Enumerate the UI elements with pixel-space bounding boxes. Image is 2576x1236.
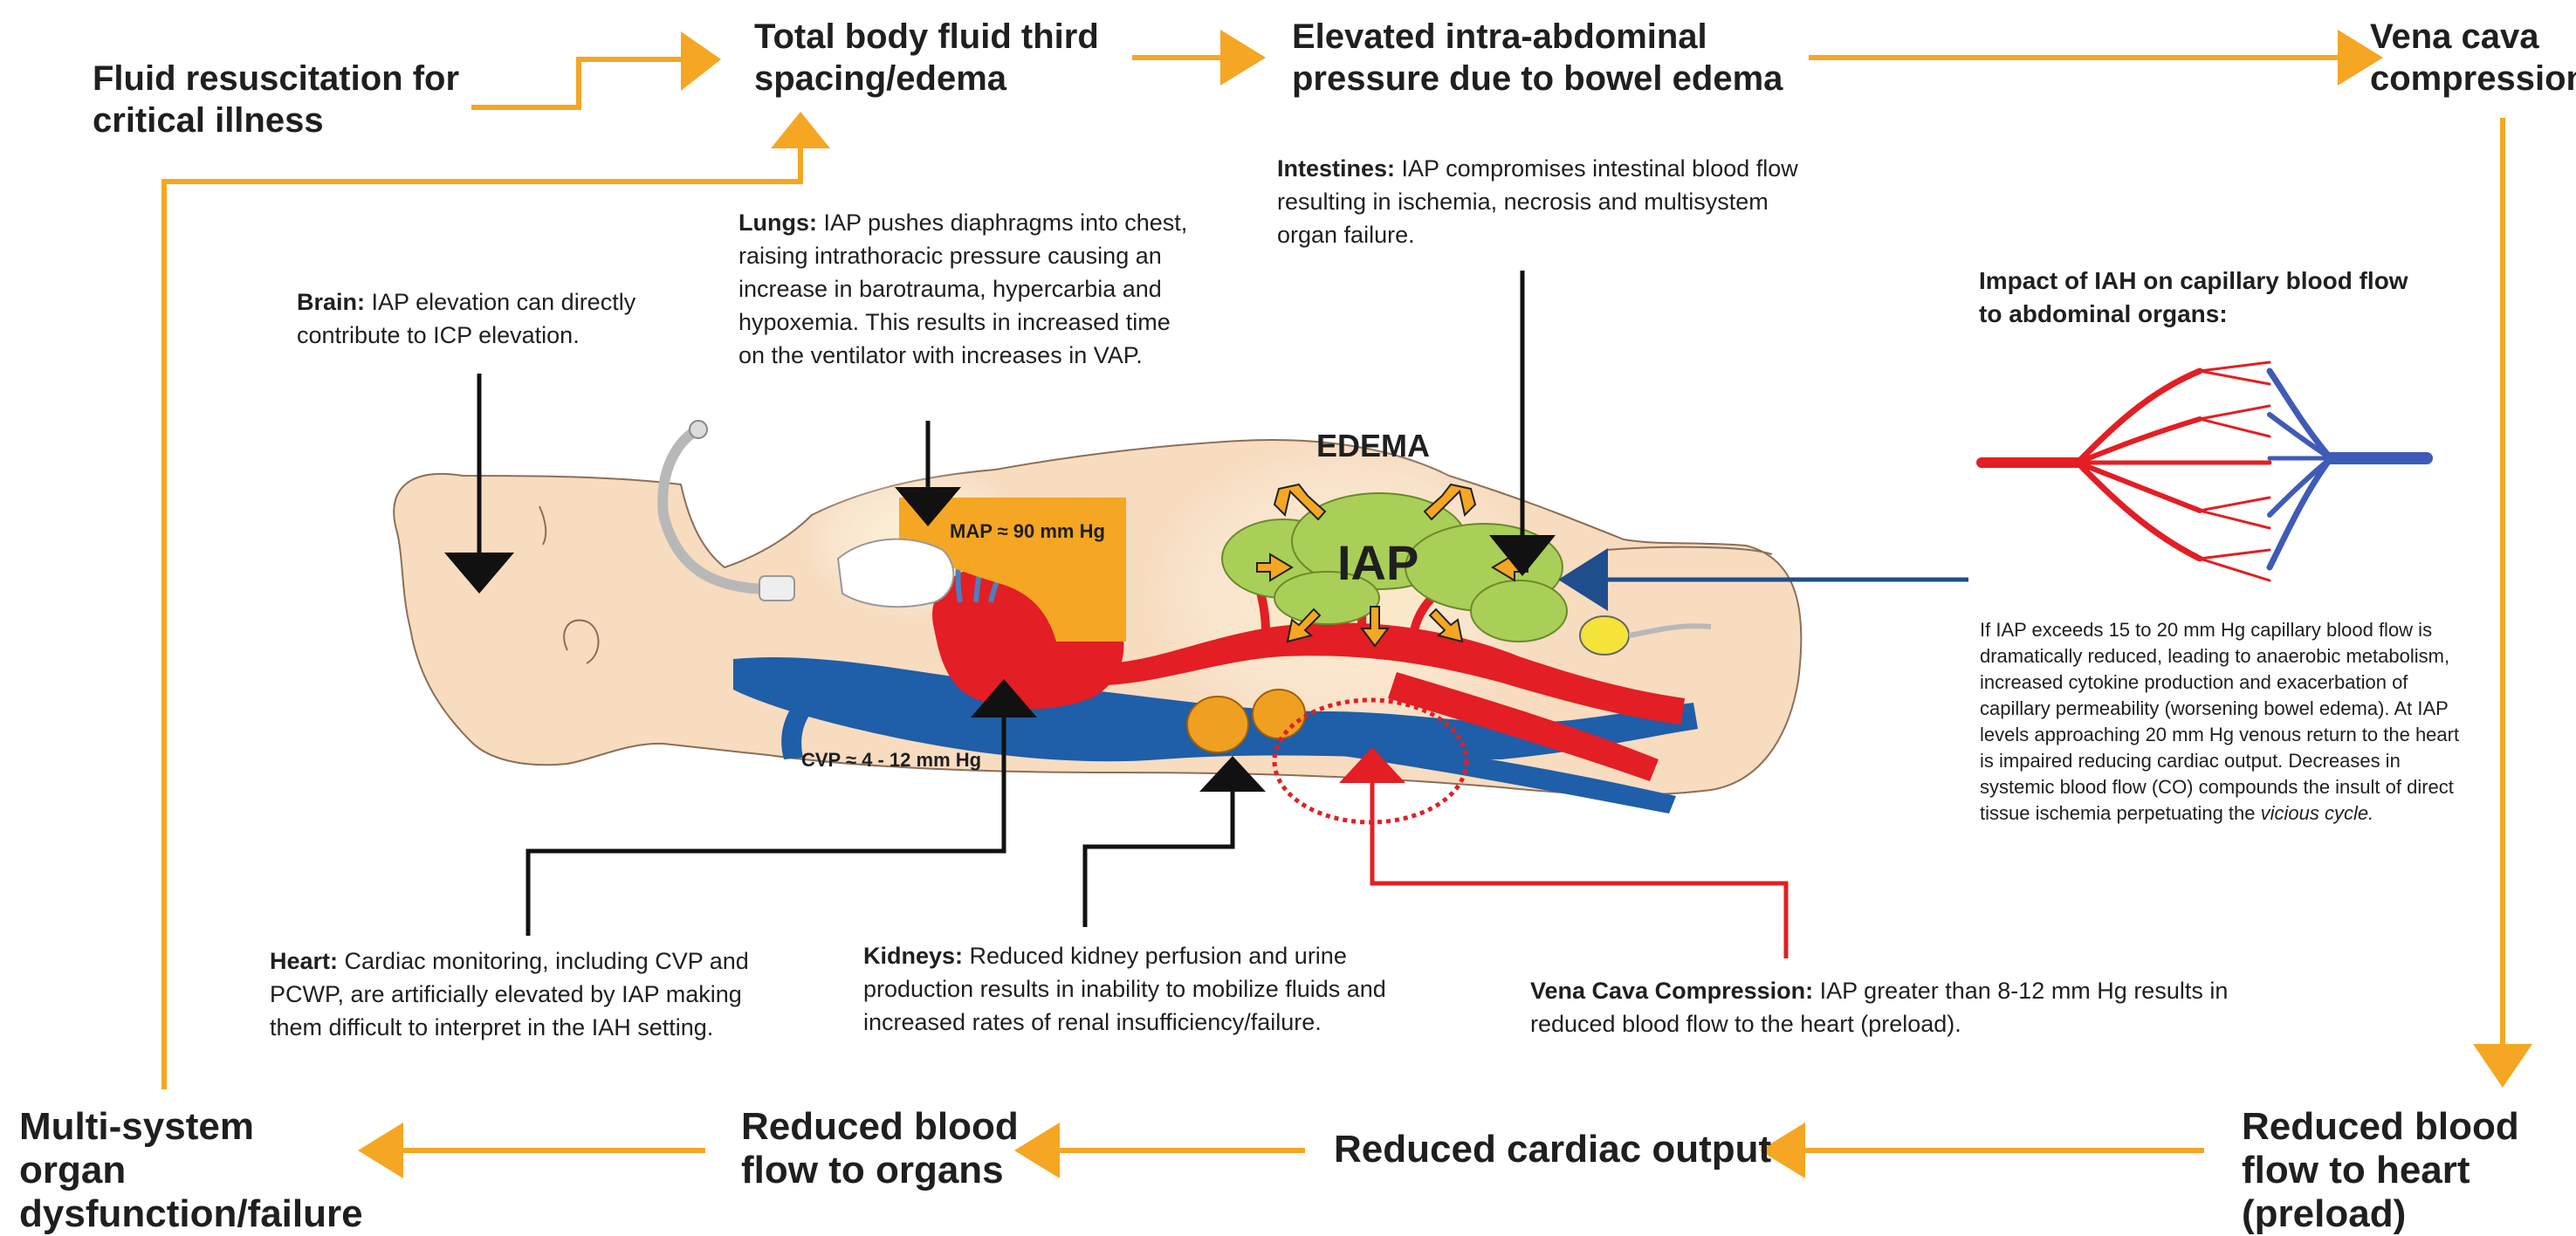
note-brain: Brain: IAP elevation can directly contri… (297, 285, 681, 352)
lung-shape (838, 539, 953, 608)
note-heart-label: Heart: (270, 948, 338, 974)
tube-connector (690, 421, 707, 438)
note-intestines: Intestines: IAP compromises intestinal b… (1277, 152, 1801, 251)
cycle-fluid-resuscitation: Fluid resuscitation for critical illness (93, 58, 477, 141)
note-heart: Heart: Cardiac monitoring, including CVP… (270, 944, 793, 1044)
note-vena-cava: Vena Cava Compression: IAP greater than … (1530, 974, 2246, 1040)
capillary-network (1982, 362, 2427, 580)
label-cvp: CVP ≈ 4 - 12 mm Hg (801, 749, 981, 772)
cycle-third-spacing: Total body fluid third spacing/edema (754, 16, 1121, 100)
kidney-left (1187, 697, 1248, 752)
note-kidneys-label: Kidneys: (863, 943, 963, 969)
sidebar-title: Impact of IAH on capillary blood flow to… (1979, 264, 2415, 331)
note-lungs: Lungs: IAP pushes diaphragms into chest,… (738, 206, 1192, 372)
note-intestines-label: Intestines: (1277, 155, 1395, 182)
bladder (1580, 616, 1629, 655)
label-map: MAP ≈ 90 mm Hg (950, 520, 1105, 543)
note-lungs-label: Lungs: (738, 209, 817, 236)
label-edema: EDEMA (1316, 428, 1430, 464)
cycle-reduced-flow-heart: Reduced blood flow to heart (preload) (2242, 1105, 2573, 1236)
cycle-elevated-iap: Elevated intra-abdominal pressure due to… (1292, 16, 1807, 100)
note-brain-label: Brain: (297, 289, 365, 315)
note-kidneys: Kidneys: Reduced kidney perfusion and ur… (863, 939, 1422, 1039)
mouth-piece (759, 576, 794, 601)
label-iap: IAP (1337, 534, 1419, 591)
cycle-reduced-flow-organs: Reduced blood flow to organs (741, 1105, 1020, 1192)
cycle-reduced-cardiac-output: Reduced cardiac output (1334, 1128, 1788, 1171)
cycle-vena-cava: Vena cava compression (2370, 16, 2571, 100)
pointer-vena-cava (1372, 781, 1786, 958)
pointer-kidneys (1085, 790, 1233, 927)
note-heart-text: Cardiac monitoring, including CVP and PC… (270, 948, 749, 1040)
cycle-multi-system: Multi-system organ dysfunction/failure (19, 1105, 351, 1236)
arrow-fluid-to-spacing (471, 59, 683, 107)
sidebar-text-italic: vicious cycle. (2261, 802, 2374, 824)
intestine-low-right (1471, 580, 1567, 642)
note-vena-cava-label: Vena Cava Compression: (1530, 978, 1813, 1004)
sidebar-text-body: If IAP exceeds 15 to 20 mm Hg capillary … (1980, 619, 2459, 824)
kidney-right (1253, 690, 1305, 738)
sidebar-text: If IAP exceeds 15 to 20 mm Hg capillary … (1980, 617, 2469, 827)
